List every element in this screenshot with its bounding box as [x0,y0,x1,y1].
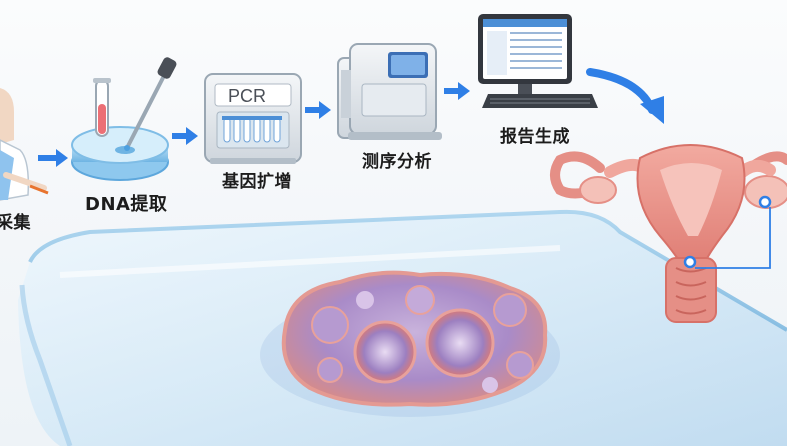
step-label-gene-amplification: 基因扩增 [222,172,292,192]
step-label-sequencing-analysis: 测序分析 [362,152,432,172]
flow-arrow-curved [586,68,664,124]
uterus-anatomy-illustration [550,144,787,323]
step-label-collect: 采集 [0,213,31,233]
report-table-graphic [487,31,562,75]
pcr-device-label: PCR [228,86,266,106]
step-label-report-generation: 报告生成 [500,127,570,147]
pcr-machine-icon [204,73,302,164]
tissue-section [260,270,560,417]
test-tube-icon [93,78,111,137]
pcr-tube-rack [222,116,282,143]
connector-line [683,195,772,269]
petri-dish-icon [71,126,169,181]
pipette-icon [124,57,177,151]
flow-arrow-4 [444,82,470,100]
flow-arrow-3 [305,101,331,119]
step-label-dna-extraction: DNA提取 [85,194,168,215]
flow-arrow-2 [172,127,198,145]
flow-arrow-1 [38,149,68,167]
computer-icon [478,14,598,108]
clinician-figure [0,88,49,201]
sequencer-icon [337,43,442,140]
